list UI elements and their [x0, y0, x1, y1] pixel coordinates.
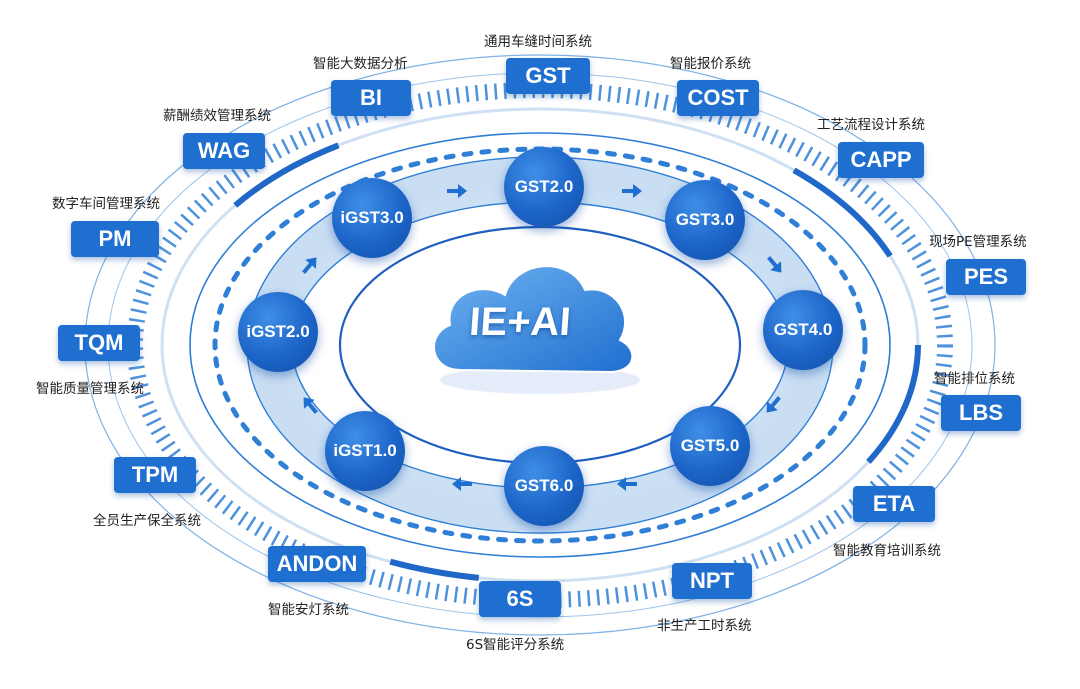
system-tag-6s[interactable]: 6S: [479, 581, 561, 617]
arrow-left-icon: [452, 477, 472, 491]
caption-lbs: 智能排位系统: [934, 371, 1015, 387]
arrow-right-icon: [622, 184, 642, 198]
caption-wag: 薪酬绩效管理系统: [163, 108, 271, 124]
caption-capp: 工艺流程设计系统: [817, 117, 925, 133]
arrow-left-icon: [617, 477, 637, 491]
caption-eta: 智能教育培训系统: [833, 543, 941, 559]
caption-bi: 智能大数据分析: [313, 56, 408, 72]
arrow-up-right-icon: [302, 257, 317, 274]
cycle-node-gst2-0[interactable]: GST2.0: [504, 147, 584, 227]
caption-pm: 数字车间管理系统: [52, 196, 160, 212]
system-tag-gst[interactable]: GST: [506, 58, 590, 94]
system-tag-andon[interactable]: ANDON: [268, 546, 366, 582]
system-tag-cost[interactable]: COST: [677, 80, 759, 116]
cycle-node-gst5-0[interactable]: GST5.0: [670, 406, 750, 486]
system-tag-tqm[interactable]: TQM: [58, 325, 140, 361]
system-tag-lbs[interactable]: LBS: [941, 395, 1021, 431]
caption-gst: 通用车缝时间系统: [484, 34, 592, 50]
arrow-down-right-icon: [767, 256, 782, 273]
system-tag-pm[interactable]: PM: [71, 221, 159, 257]
system-tag-bi[interactable]: BI: [331, 80, 411, 116]
system-tag-tpm[interactable]: TPM: [114, 457, 196, 493]
cycle-node-gst3-0[interactable]: GST3.0: [665, 180, 745, 260]
cycle-node-igst2-0[interactable]: iGST2.0: [238, 292, 318, 372]
caption-tpm: 全员生产保全系统: [93, 513, 201, 529]
cloud-icon: [433, 265, 640, 394]
arrow-up-left-icon: [303, 397, 318, 414]
arrow-right-icon: [447, 184, 467, 198]
cycle-node-gst6-0[interactable]: GST6.0: [504, 446, 584, 526]
cycle-node-igst3-0[interactable]: iGST3.0: [332, 178, 412, 258]
caption-tqm: 智能质量管理系统: [36, 381, 144, 397]
cycle-node-igst1-0[interactable]: iGST1.0: [325, 411, 405, 491]
caption-cost: 智能报价系统: [670, 56, 751, 72]
system-tag-eta[interactable]: ETA: [853, 486, 935, 522]
system-tag-capp[interactable]: CAPP: [838, 142, 924, 178]
system-tag-pes[interactable]: PES: [946, 259, 1026, 295]
cycle-node-gst4-0[interactable]: GST4.0: [763, 290, 843, 370]
arrow-down-left-icon: [766, 396, 781, 413]
system-tag-npt[interactable]: NPT: [672, 563, 752, 599]
caption-6s: 6S智能评分系统: [466, 637, 565, 653]
system-tag-wag[interactable]: WAG: [183, 133, 265, 169]
caption-andon: 智能安灯系统: [268, 602, 349, 618]
caption-npt: 非生产工时系统: [657, 618, 752, 634]
center-label: IE+AI: [467, 300, 573, 344]
caption-pes: 现场PE管理系统: [929, 234, 1027, 250]
